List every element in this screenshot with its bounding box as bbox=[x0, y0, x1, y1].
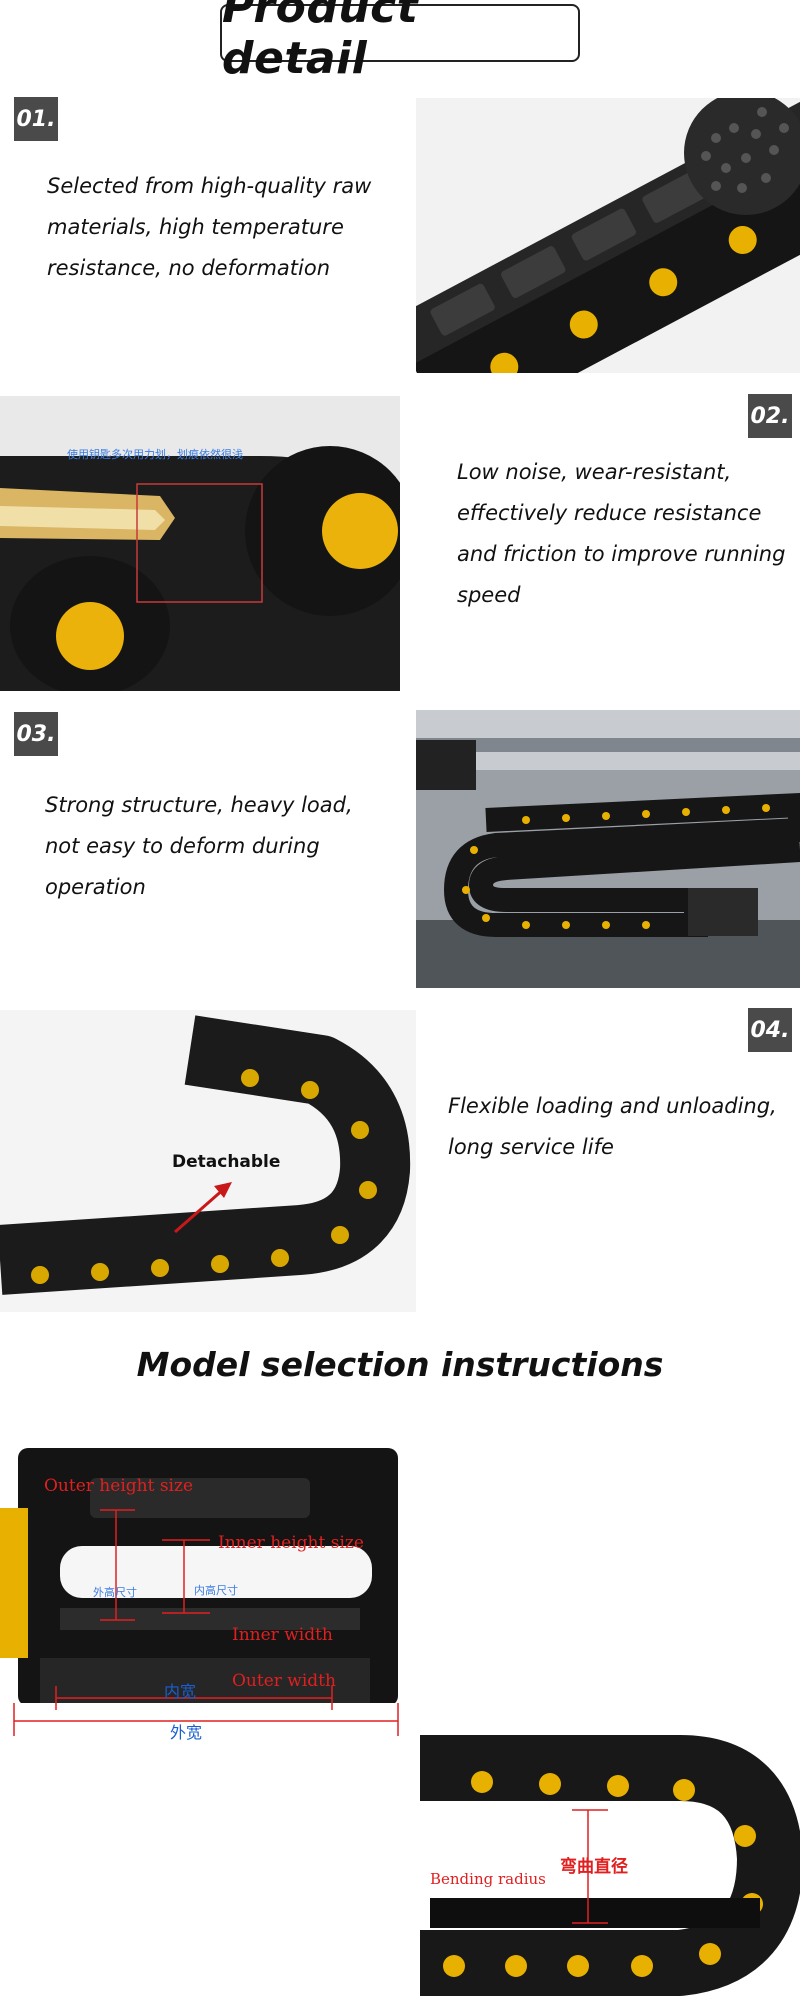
dimension-annotation-lines bbox=[13, 1509, 399, 1736]
feature-text-line: speed bbox=[457, 583, 521, 607]
feature-text-01: Selected from high-quality raw materials… bbox=[47, 166, 407, 289]
outer-height-label: Outer height size bbox=[44, 1476, 193, 1496]
feature-number-badge-04: 04. bbox=[748, 1008, 792, 1052]
photo-scratch-test bbox=[0, 396, 400, 691]
feature-text-line: operation bbox=[45, 875, 146, 899]
detachable-label: Detachable bbox=[172, 1152, 281, 1172]
model-selection-title: Model selection instructions bbox=[136, 1345, 664, 1384]
outer-height-cn-label: 外高尺寸 bbox=[93, 1586, 137, 1599]
photo-detachable-chain bbox=[0, 1010, 416, 1312]
feature-number-badge-02: 02. bbox=[748, 394, 792, 438]
photo-dimension-diagram bbox=[0, 1448, 402, 1703]
inner-height-label: Inner height size bbox=[218, 1533, 364, 1553]
inner-height-cn-label: 内高尺寸 bbox=[194, 1584, 238, 1597]
inner-width-cn-label: 内宽 bbox=[164, 1682, 197, 1701]
feature-text-line: Selected from high-quality raw bbox=[47, 174, 372, 198]
inner-width-label: Inner width bbox=[232, 1625, 333, 1645]
feature-text-line: long service life bbox=[448, 1135, 614, 1159]
feature-text-line: effectively reduce resistance bbox=[457, 501, 762, 525]
feature-text-line: Strong structure, heavy load, bbox=[45, 793, 353, 817]
photo-machine-installation bbox=[416, 710, 800, 988]
feature-text-line: Flexible loading and unloading, bbox=[448, 1094, 777, 1118]
feature-text-line: materials, high temperature bbox=[47, 215, 344, 239]
feature-number-badge-03: 03. bbox=[14, 712, 58, 756]
photo-raw-materials bbox=[416, 98, 800, 373]
scratch-test-caption: 使用钥匙多次用力划，划痕依然很浅 bbox=[67, 448, 243, 461]
feature-text-03: Strong structure, heavy load, not easy t… bbox=[45, 785, 405, 908]
photo-bending-radius bbox=[420, 1728, 800, 2000]
feature-number-badge-01: 01. bbox=[14, 97, 58, 141]
outer-width-cn-label: 外宽 bbox=[170, 1723, 203, 1742]
feature-text-04: Flexible loading and unloading, long ser… bbox=[448, 1086, 798, 1168]
feature-text-line: Low noise, wear-resistant, bbox=[457, 460, 732, 484]
outer-width-label: Outer width bbox=[232, 1671, 336, 1691]
bending-radius-label: Bending radius bbox=[430, 1870, 546, 1888]
feature-text-line: not easy to deform during bbox=[45, 834, 320, 858]
feature-text-02: Low noise, wear-resistant, effectively r… bbox=[457, 452, 797, 616]
page-title: Product detail bbox=[220, 0, 580, 84]
feature-text-line: and friction to improve running bbox=[457, 542, 786, 566]
bending-radius-cn-label: 弯曲直径 bbox=[560, 1857, 628, 1877]
feature-text-line: resistance, no deformation bbox=[47, 256, 331, 280]
